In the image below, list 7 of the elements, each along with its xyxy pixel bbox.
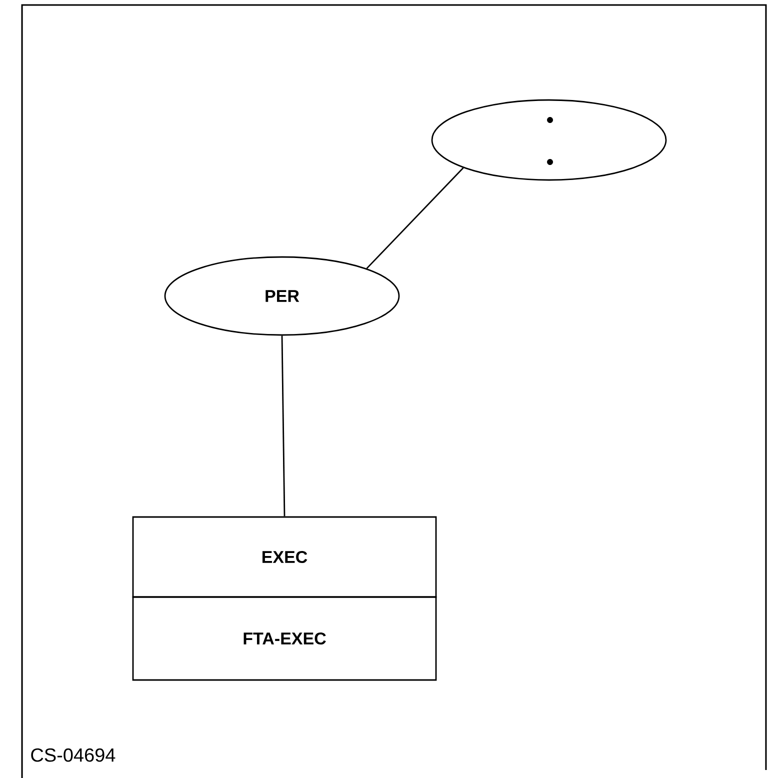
connector-line: [366, 167, 464, 269]
ellipse-shape: [431, 99, 667, 181]
process-box: FTA-EXEC: [132, 596, 437, 681]
figure-number: CS-04694: [31, 748, 116, 762]
process-box: EXEC: [132, 516, 437, 598]
connector-line: [281, 336, 286, 516]
ellipse-node: PER: [164, 256, 400, 336]
